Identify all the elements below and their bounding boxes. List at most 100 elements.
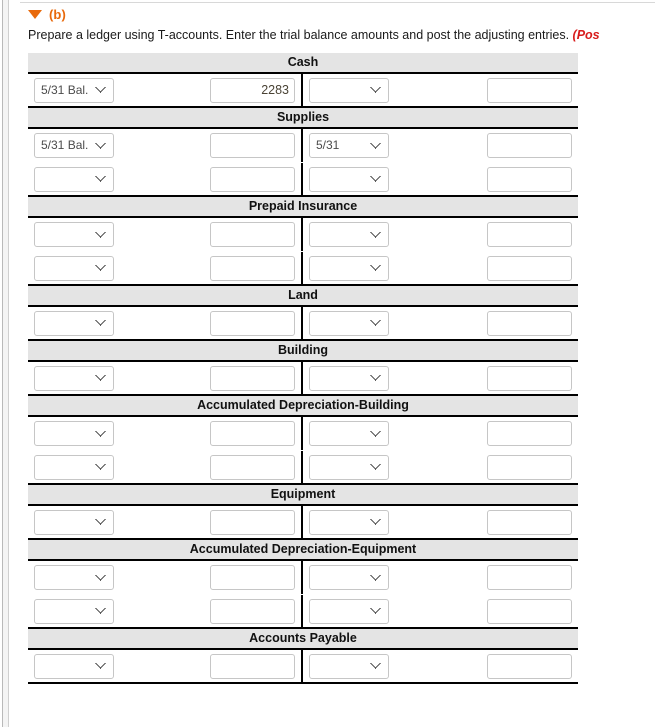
debit-amount-input[interactable]: [210, 421, 295, 446]
credit-amount-cell: [391, 365, 578, 391]
credit-side: [303, 252, 578, 284]
debit-side: [28, 506, 303, 538]
credit-amount-input[interactable]: [487, 365, 572, 391]
debit-date-cell: [28, 653, 116, 679]
account-entries-row: [28, 306, 578, 341]
debit-amount-cell: [116, 255, 301, 281]
credit-side: [303, 218, 578, 251]
debit-amount-input[interactable]: [210, 166, 295, 192]
credit-date-select[interactable]: [309, 653, 389, 679]
debit-amount-input[interactable]: [210, 565, 295, 590]
credit-amount-input[interactable]: [487, 77, 572, 103]
debit-date-select[interactable]: [34, 255, 114, 281]
triangle-down-icon[interactable]: [28, 9, 42, 19]
credit-date-cell: [303, 365, 391, 391]
credit-date-select[interactable]: [309, 77, 389, 103]
credit-date-cell: [303, 222, 391, 247]
table-row: 5/31 Bal.: [28, 74, 578, 108]
debit-date-cell: [28, 565, 116, 590]
debit-amount-input[interactable]: [210, 133, 295, 158]
debit-date-select[interactable]: [34, 222, 114, 247]
credit-date-select[interactable]: [309, 222, 389, 247]
account-title: Cash: [28, 53, 578, 74]
debit-date-select[interactable]: [34, 598, 114, 624]
debit-date-cell: [28, 310, 116, 336]
account-entries: [28, 361, 578, 396]
debit-amount-cell: [116, 509, 301, 535]
credit-side: [303, 417, 578, 450]
debit-date-select[interactable]: [34, 653, 114, 679]
credit-amount-input[interactable]: [487, 255, 572, 281]
credit-amount-input[interactable]: [487, 509, 572, 535]
account-title-row: Cash: [28, 53, 578, 74]
debit-date-select[interactable]: [34, 454, 114, 480]
debit-side: [28, 451, 303, 483]
debit-amount-input[interactable]: [210, 310, 295, 336]
debit-amount-input[interactable]: [210, 365, 295, 391]
credit-date-select[interactable]: [309, 310, 389, 336]
debit-amount-cell: [116, 365, 301, 391]
account-title-row: Equipment: [28, 485, 578, 506]
table-row: [28, 417, 578, 451]
debit-amount-input[interactable]: [210, 222, 295, 247]
credit-date-select[interactable]: [309, 509, 389, 535]
account-title: Accumulated Depreciation-Equipment: [28, 540, 578, 561]
account-title-row: Accumulated Depreciation-Building: [28, 396, 578, 417]
credit-amount-input[interactable]: [487, 222, 572, 247]
credit-amount-cell: [391, 509, 578, 535]
account-entries: [28, 649, 578, 684]
credit-amount-input[interactable]: [487, 454, 572, 480]
panel-scroll-gutter[interactable]: [3, 0, 8, 727]
debit-amount-input[interactable]: [210, 598, 295, 624]
account-entries-row: [28, 416, 578, 485]
credit-amount-input[interactable]: [487, 653, 572, 679]
part-label: (b): [49, 6, 66, 22]
debit-date-cell: [28, 365, 116, 391]
credit-date-select[interactable]: [309, 255, 389, 281]
debit-amount-input[interactable]: [210, 454, 295, 480]
credit-amount-input[interactable]: [487, 421, 572, 446]
credit-date-select[interactable]: [309, 365, 389, 391]
credit-date-select[interactable]: [309, 598, 389, 624]
debit-amount-input[interactable]: [210, 77, 295, 103]
credit-amount-cell: [391, 222, 578, 247]
credit-amount-cell: [391, 166, 578, 192]
account-entries: [28, 416, 578, 485]
debit-date-cell: [28, 421, 116, 446]
credit-date-select[interactable]: [309, 454, 389, 480]
credit-date-select[interactable]: 5/31: [309, 133, 389, 158]
credit-amount-input[interactable]: [487, 565, 572, 590]
debit-amount-cell: [116, 222, 301, 247]
credit-amount-input[interactable]: [487, 133, 572, 158]
debit-amount-cell: [116, 310, 301, 336]
debit-date-select[interactable]: 5/31 Bal.: [34, 133, 114, 158]
debit-date-select[interactable]: 5/31 Bal.: [34, 77, 114, 103]
credit-date-select[interactable]: [309, 565, 389, 590]
debit-date-select[interactable]: [34, 365, 114, 391]
debit-amount-input[interactable]: [210, 509, 295, 535]
debit-date-select[interactable]: [34, 166, 114, 192]
debit-amount-input[interactable]: [210, 255, 295, 281]
account-title: Land: [28, 286, 578, 307]
debit-amount-cell: [116, 454, 301, 480]
account-entries-row: [28, 649, 578, 684]
debit-date-select[interactable]: [34, 421, 114, 446]
debit-amount-cell: [116, 565, 301, 590]
credit-amount-input[interactable]: [487, 310, 572, 336]
debit-amount-input[interactable]: [210, 653, 295, 679]
debit-date-select[interactable]: [34, 565, 114, 590]
credit-date-select[interactable]: [309, 166, 389, 192]
credit-amount-input[interactable]: [487, 598, 572, 624]
question-content: (b) Prepare a ledger using T-accounts. E…: [28, 0, 655, 727]
credit-amount-input[interactable]: [487, 166, 572, 192]
account-title: Prepaid Insurance: [28, 197, 578, 218]
credit-amount-cell: [391, 255, 578, 281]
table-row: [28, 307, 578, 341]
debit-date-select[interactable]: [34, 509, 114, 535]
debit-date-select[interactable]: [34, 310, 114, 336]
credit-date-cell: [303, 77, 391, 103]
credit-date-select[interactable]: [309, 421, 389, 446]
account-title-row: Building: [28, 341, 578, 362]
account-entries: [28, 505, 578, 540]
